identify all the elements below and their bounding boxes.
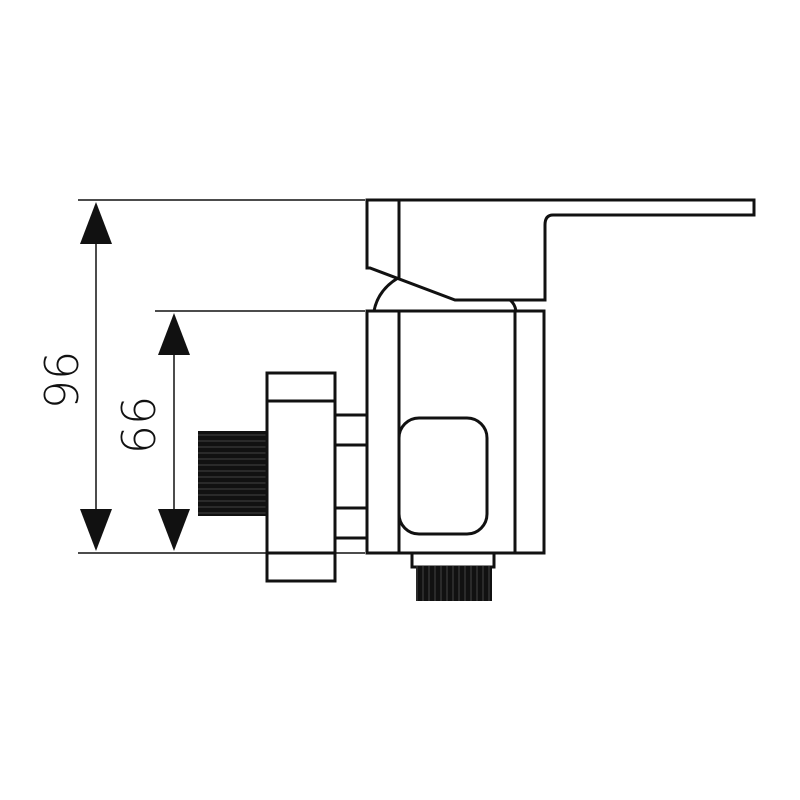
arrowhead-up-66	[158, 313, 190, 355]
handle-neck-right	[509, 298, 518, 312]
front-plate	[397, 416, 489, 536]
dimension-label-96: 96	[35, 351, 89, 410]
dimension-66: 66	[112, 313, 190, 551]
handle-lever	[365, 198, 756, 302]
dimension-label-66: 66	[112, 396, 166, 455]
inlet-thread	[198, 431, 268, 516]
arrowhead-down-96	[80, 509, 112, 551]
outlet-thread	[416, 566, 492, 601]
arrowhead-up-96	[80, 202, 112, 244]
arrowhead-down-66	[158, 509, 190, 551]
wall-flange	[265, 371, 337, 583]
outlet-collar	[410, 551, 496, 569]
handle-neck-left	[372, 276, 399, 312]
dimension-96: 96	[35, 202, 112, 551]
